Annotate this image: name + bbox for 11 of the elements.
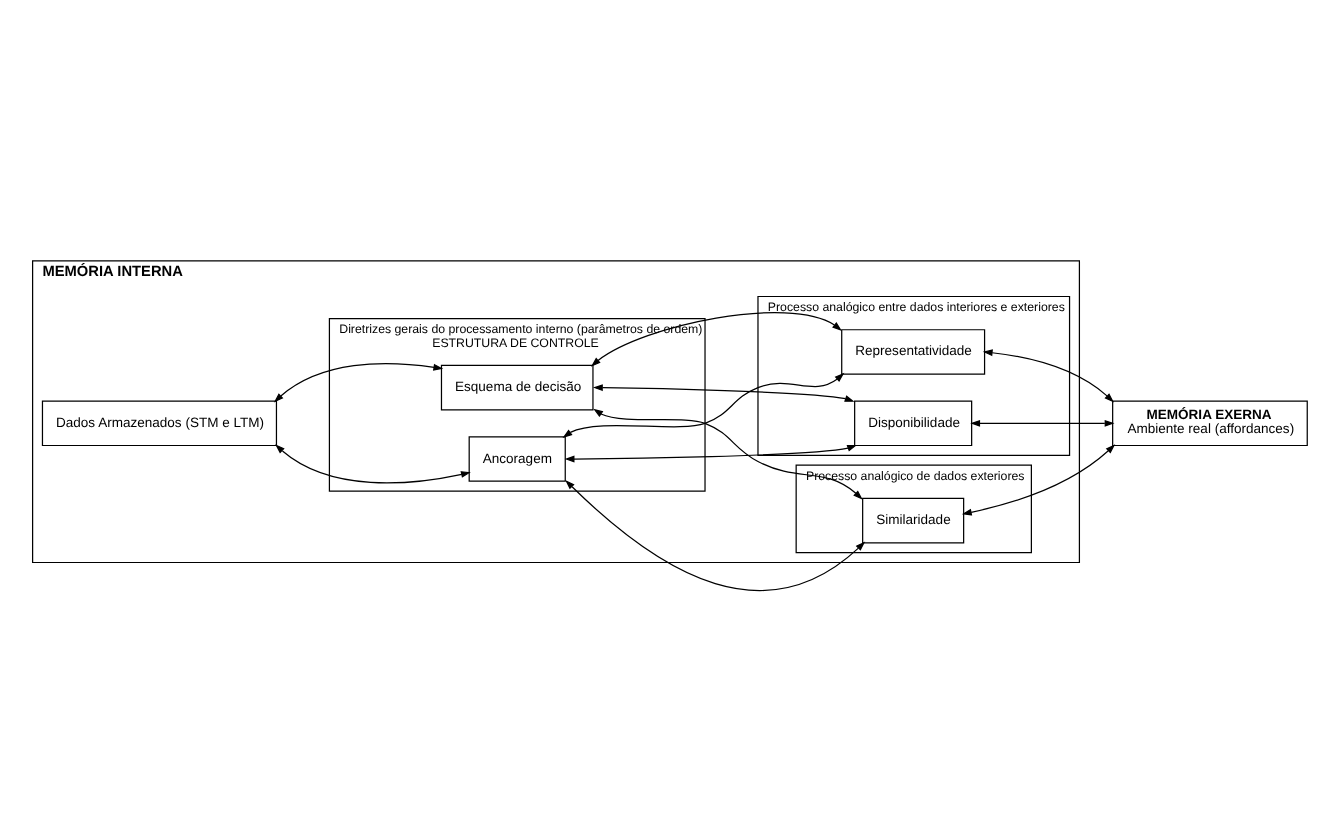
arrow (275, 443, 471, 483)
arrow (592, 383, 855, 401)
arrow (961, 443, 1116, 515)
arrow (982, 348, 1114, 402)
arrow (273, 362, 444, 402)
arrow (593, 407, 863, 499)
arrow (564, 443, 858, 462)
arrow (970, 418, 1115, 426)
arrow (562, 371, 845, 437)
arrow (590, 311, 842, 366)
arrow (565, 478, 866, 591)
